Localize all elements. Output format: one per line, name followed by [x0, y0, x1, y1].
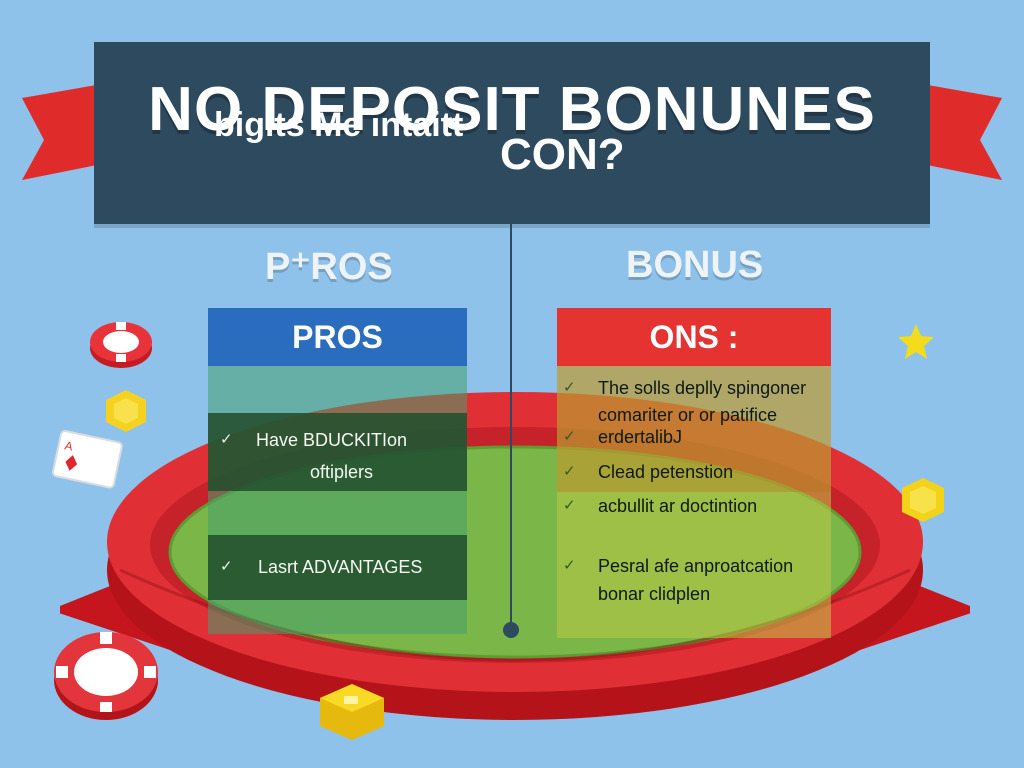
cons-item-1-line1: The solls deplly spingoner	[598, 378, 807, 398]
hexagon-token-icon	[320, 684, 384, 740]
cons-panel	[557, 366, 831, 638]
cons-item-bar	[557, 366, 831, 492]
cons-item-1-line2: comariter or or patifice	[598, 405, 778, 425]
pros-item-2-line1: Lasrt ADVANTAGES	[258, 557, 423, 577]
poker-table	[60, 392, 970, 720]
check-icon: ✓	[563, 463, 576, 480]
cons-item-2-line1: erdertalibJ	[598, 427, 683, 447]
cons-item-3-line1: Clead petenstion	[598, 462, 734, 482]
check-icon: ✓	[563, 497, 576, 514]
check-icon: ✓	[563, 379, 576, 396]
subtitle-left: bigits Me intaitt	[214, 106, 464, 144]
title-banner: NO DEPOSIT BONUNES	[94, 42, 930, 224]
cons-header: ONS :	[557, 308, 831, 366]
cons-item-5-line2: bonar clidplen	[598, 584, 711, 604]
page-title: NO DEPOSIT BONUNES	[148, 75, 876, 144]
playing-card-icon: A	[52, 430, 123, 489]
pros-item-1-line2: oftiplers	[310, 462, 374, 482]
pros-item-bar-1	[208, 413, 467, 491]
pros-item-1-line1: Have BDUCKITIon	[256, 430, 408, 450]
pros-header: PROS	[208, 308, 467, 366]
cons-item-5-line1: Pesral afe anproatcation	[598, 556, 794, 576]
pros-item-bar-2	[208, 535, 467, 600]
casino-chip-icon	[90, 322, 152, 368]
divider-dot	[503, 622, 519, 638]
check-icon: ✓	[220, 558, 233, 575]
hexagon-token-icon	[106, 390, 146, 432]
check-icon: ✓	[563, 557, 576, 574]
subtitle-right: CON?	[500, 130, 625, 179]
column-label-right: BONUS	[626, 244, 764, 286]
hexagon-token-icon	[902, 478, 944, 522]
check-icon: ✓	[220, 431, 233, 448]
check-icon: ✓	[563, 428, 576, 445]
column-label-left: P⁺ROS	[265, 246, 393, 288]
casino-chip-icon	[54, 632, 158, 720]
svg-text:A: A	[63, 438, 74, 453]
star-icon	[898, 324, 934, 359]
center-divider	[510, 224, 512, 628]
cons-item-4-line1: acbullit ar doctintion	[598, 496, 758, 516]
